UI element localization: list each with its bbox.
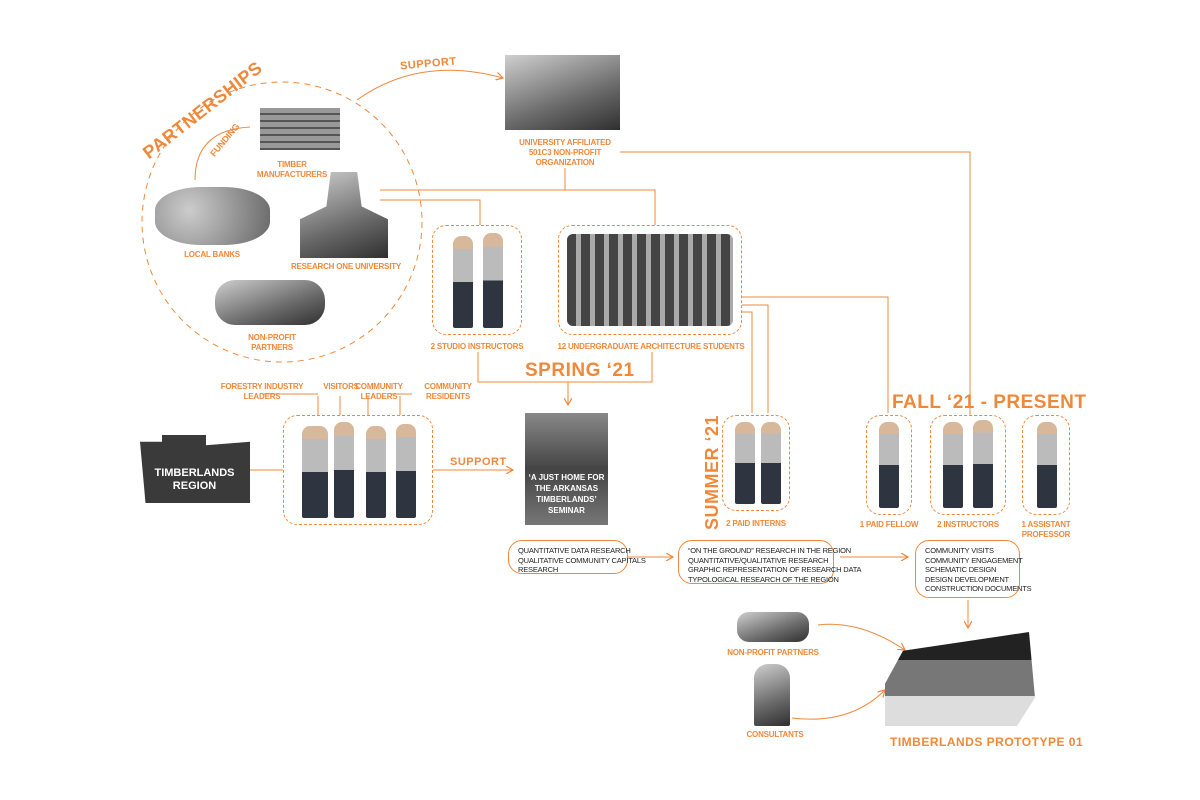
- support-mid-label: SUPPORT: [450, 456, 507, 468]
- prototype-label: TIMBERLANDS PROTOTYPE 01: [890, 735, 1084, 749]
- banks-image: [155, 187, 270, 245]
- assistant-professor-box: [1022, 415, 1070, 515]
- funding-arc: [194, 126, 251, 181]
- partnerships-circle: [141, 81, 423, 363]
- summer-heading: SUMMER ‘21: [702, 414, 723, 531]
- students-label: 12 UNDERGRADUATE ARCHITECTURE STUDENTS: [557, 342, 745, 351]
- instructors-box: [930, 415, 1006, 515]
- spring-heading: SPRING ‘21: [525, 360, 635, 381]
- support-arc: [356, 69, 503, 101]
- studio-instructors-box: [432, 225, 522, 335]
- students-box: [558, 225, 742, 335]
- timberlands-region-map: [140, 435, 250, 503]
- organization-photo: [505, 55, 620, 130]
- university-label: RESEARCH ONE UNIVERSITY: [290, 262, 402, 271]
- handshake-image-small: [737, 612, 809, 642]
- bottom-nonprofit-label: NON-PROFIT PARTNERS: [727, 648, 819, 657]
- interns-label: 2 PAID INTERNS: [726, 519, 786, 528]
- instructors-label: 2 INSTRUCTORS: [937, 520, 999, 529]
- studio-instructors-label: 2 STUDIO INSTRUCTORS: [430, 342, 524, 351]
- fellow-box: [866, 415, 912, 515]
- fall-heading: FALL ‘21 - PRESENT: [892, 392, 1087, 413]
- handshake-image: [215, 280, 325, 325]
- timber-image: [260, 108, 340, 150]
- consultant-image: [754, 664, 790, 726]
- fellow-label: 1 PAID FELLOW: [859, 520, 919, 529]
- banks-label: LOCAL BANKS: [184, 250, 240, 259]
- interns-box: [722, 415, 790, 511]
- consultants-label: CONSULTANTS: [746, 730, 804, 739]
- seminar-image: [525, 413, 608, 525]
- community-box: [283, 415, 433, 525]
- visitors-label: VISITORS: [323, 382, 359, 391]
